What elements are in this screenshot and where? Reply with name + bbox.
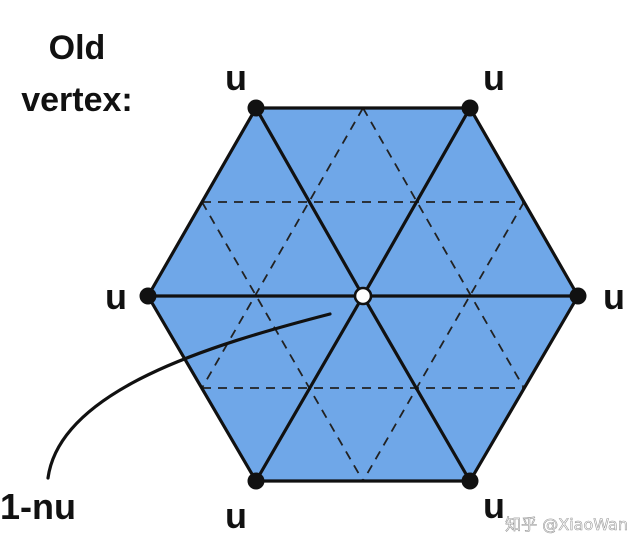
- center-vertex: [353, 286, 373, 306]
- weight-label-left: u: [105, 276, 127, 317]
- subdivision-dashed-lines: [201, 107, 525, 482]
- title-line-2: vertex:: [21, 81, 133, 119]
- weight-label-top-right: u: [483, 57, 505, 98]
- spoke-edges: [146, 106, 580, 483]
- weight-label-bottom-right: u: [483, 485, 505, 526]
- neighbor-vertex-top-right: [461, 99, 479, 117]
- neighbor-vertex-bottom-right: [461, 472, 479, 490]
- weight-label-right: u: [603, 276, 625, 317]
- center-weight-label: 1-nu: [0, 486, 76, 527]
- neighbor-vertices: [139, 99, 587, 490]
- neighbor-vertex-left: [139, 287, 157, 305]
- neighbor-vertex-top-left: [247, 99, 265, 117]
- center-pointer-curve: [46, 312, 332, 480]
- watermark: 知乎 @XiaoWan: [505, 515, 628, 534]
- neighbor-vertex-right: [569, 287, 587, 305]
- title-line-1: Old: [49, 29, 106, 67]
- neighbor-vertex-bottom-left: [247, 472, 265, 490]
- weight-label-bottom-left: u: [225, 495, 247, 536]
- weight-label-top-left: u: [225, 57, 247, 98]
